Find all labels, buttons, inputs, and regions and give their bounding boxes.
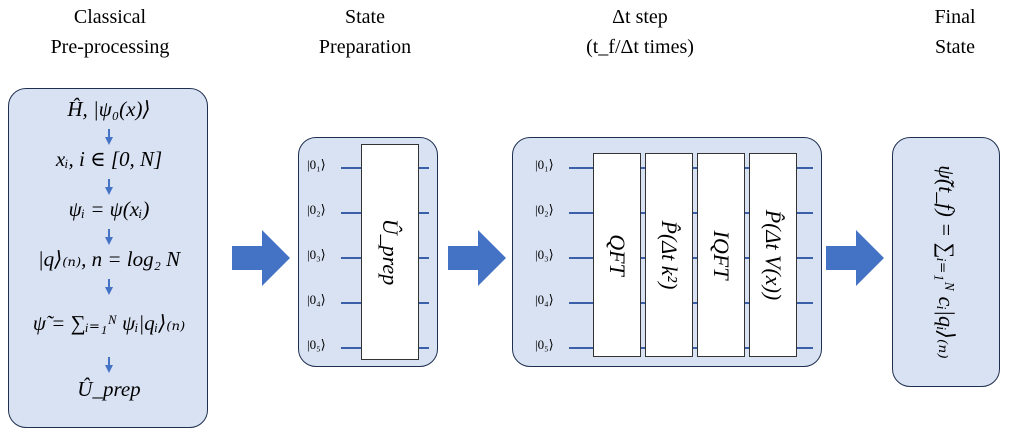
preprocessing-step-uprep: Û_prep bbox=[77, 377, 141, 401]
title-dt-line2: (t_f/Δt times) bbox=[586, 36, 694, 58]
qubit-label-2: |0₂⟩ bbox=[307, 202, 326, 217]
gate-qft: QFT bbox=[593, 153, 641, 357]
gate-uprep-label: Û_prep bbox=[378, 218, 403, 286]
qubit-label-5: |0₅⟩ bbox=[307, 337, 326, 352]
title-state-line1: State bbox=[345, 6, 385, 28]
title-final-line1: Final bbox=[934, 6, 976, 28]
final-state-expression: ψ̃(t_f) = ∑ᵢ₌₁ᴺ cᵢ|qᵢ⟩₍ₙ₎ bbox=[934, 165, 959, 359]
down-arrow-icon bbox=[105, 357, 113, 373]
down-arrow-icon bbox=[105, 179, 113, 195]
title-state-line2: Preparation bbox=[318, 36, 412, 58]
title-state-preparation: State Preparation bbox=[295, 2, 435, 62]
down-arrow-icon bbox=[105, 229, 113, 245]
gate-iqft: IQFT bbox=[697, 153, 745, 357]
gate-qft-label: QFT bbox=[605, 234, 630, 276]
right-arrow-icon bbox=[232, 230, 290, 286]
right-arrow-icon bbox=[448, 230, 506, 286]
preprocessing-step-state-sum: ψ̃ = ∑ᵢ₌₁ᴺ ψᵢ|qᵢ⟩₍ₙ₎ bbox=[32, 311, 186, 335]
title-classical-preprocessing: Classical Pre-processing bbox=[10, 2, 210, 62]
gate-iqft-label: IQFT bbox=[709, 230, 734, 280]
down-arrow-icon bbox=[105, 129, 113, 145]
gate-uprep: Û_prep bbox=[361, 144, 419, 360]
gate-kinetic-phase: P̂(Δt k²) bbox=[645, 153, 693, 357]
qubit-label-1: |0₁⟩ bbox=[307, 157, 326, 172]
preprocessing-step-hamiltonian: Ĥ, |ψ₀(x)⟩ bbox=[67, 97, 151, 121]
panel-final-state: ψ̃(t_f) = ∑ᵢ₌₁ᴺ cᵢ|qᵢ⟩₍ₙ₎ bbox=[892, 137, 1000, 387]
right-arrow-icon bbox=[826, 230, 884, 286]
down-arrow-icon bbox=[105, 279, 113, 295]
qubit-label-2: |0₂⟩ bbox=[535, 202, 554, 217]
preprocessing-step-grid: xᵢ, i ∈ [0, N] bbox=[55, 147, 163, 171]
panel-dt-step: |0₁⟩ |0₂⟩ |0₃⟩ |0₄⟩ |0₅⟩ QFT P̂(Δt k²) I… bbox=[512, 137, 822, 367]
qubit-label-5: |0₅⟩ bbox=[535, 337, 554, 352]
gate-potential-phase: P̂(Δt V(x)) bbox=[749, 153, 797, 357]
qubit-label-1: |0₁⟩ bbox=[535, 157, 554, 172]
gate-potential-phase-label: P̂(Δt V(x)) bbox=[761, 209, 786, 301]
preprocessing-step-sample: ψᵢ = ψ(xᵢ) bbox=[68, 197, 150, 221]
qubit-label-4: |0₄⟩ bbox=[535, 292, 554, 307]
qubit-label-3: |0₃⟩ bbox=[307, 247, 326, 262]
title-dt-step: Δt step (t_f/Δt times) bbox=[535, 2, 745, 62]
qubit-label-3: |0₃⟩ bbox=[535, 247, 554, 262]
title-classical-line2: Pre-processing bbox=[50, 36, 170, 58]
title-final-state: Final State bbox=[905, 2, 1005, 62]
preprocessing-step-register: |q⟩₍ₙ₎, n = log₂ N bbox=[37, 247, 181, 271]
title-dt-line1: Δt step bbox=[612, 6, 668, 28]
qubit-label-4: |0₄⟩ bbox=[307, 292, 326, 307]
panel-state-preparation: |0₁⟩ |0₂⟩ |0₃⟩ |0₄⟩ |0₅⟩ Û_prep bbox=[298, 137, 438, 367]
title-classical-line1: Classical bbox=[73, 6, 147, 28]
panel-classical-preprocessing: Ĥ, |ψ₀(x)⟩ xᵢ, i ∈ [0, N] ψᵢ = ψ(xᵢ) |q⟩… bbox=[8, 88, 208, 428]
gate-kinetic-phase-label: P̂(Δt k²) bbox=[657, 220, 682, 290]
title-final-line2: State bbox=[935, 36, 975, 58]
